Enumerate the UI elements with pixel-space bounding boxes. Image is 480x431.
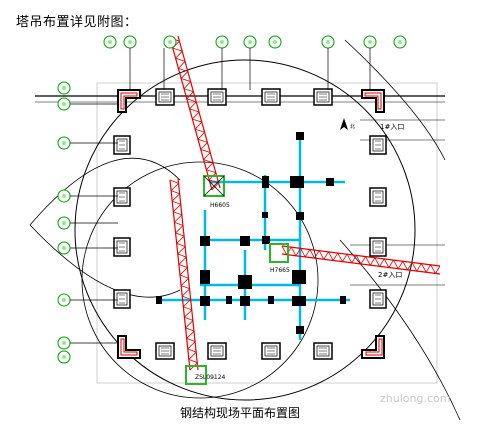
column-box-13 <box>369 187 387 207</box>
watermark: zhulong.com <box>380 392 451 405</box>
interior-column-marks <box>156 132 346 334</box>
axis-bubble-10 <box>57 97 71 111</box>
column-box-11 <box>113 289 131 309</box>
column-box-12 <box>369 135 387 155</box>
column-box-2 <box>261 88 281 106</box>
crane-radius-arc-left-lower <box>29 224 181 298</box>
column-box-3 <box>313 88 333 106</box>
crane-base-1 <box>203 175 225 197</box>
axis-bubble-9 <box>57 81 71 95</box>
axis-bubble-16 <box>57 336 71 350</box>
crane-radius-arc-left <box>29 157 181 226</box>
crane-radius-arc-right <box>344 39 446 161</box>
core-bottom-left <box>117 335 141 359</box>
crane-label-3: ZSL09124 <box>195 374 226 381</box>
axis-bubble-0 <box>103 35 117 49</box>
perimeter-columns <box>113 88 387 360</box>
axis-bubble-3 <box>215 35 229 49</box>
axis-bubble-14 <box>57 241 71 255</box>
column-box-10 <box>113 237 131 257</box>
axis-bubble-5 <box>268 35 282 49</box>
axis-bubble-15 <box>57 293 71 307</box>
core-bottom-right <box>361 335 385 359</box>
axis-bubble-11 <box>57 136 71 150</box>
crane-boom-1 <box>169 35 221 191</box>
entrance-1-label: 1#入口 <box>380 123 404 131</box>
crane-boom-3 <box>169 177 199 371</box>
core-top-right <box>361 89 385 113</box>
crane-radius-arc-right-lower <box>339 239 461 421</box>
column-box-6 <box>261 342 281 360</box>
column-box-15 <box>369 289 387 309</box>
column-box-5 <box>207 342 227 360</box>
column-box-1 <box>207 88 227 106</box>
axis-bubble-17 <box>57 350 71 364</box>
axis-bubble-7 <box>363 35 377 49</box>
axis-bubbles <box>57 35 407 364</box>
axis-bubble-6 <box>321 35 335 49</box>
crane-label-2: H7665 <box>270 267 290 274</box>
svg-text:北: 北 <box>350 123 355 130</box>
core-top-left <box>117 89 141 113</box>
steel-beam-grid <box>160 135 350 340</box>
page-heading: 塔吊布置详见附图： <box>16 15 138 30</box>
axis-bubble-2 <box>163 35 177 49</box>
axis-bubble-8 <box>393 35 407 49</box>
drawing-caption: 钢结构现场平面布置图 <box>179 406 300 420</box>
column-box-9 <box>113 187 131 207</box>
crane-radius-inner <box>81 161 319 399</box>
axis-bubble-4 <box>243 35 257 49</box>
axis-bubble-1 <box>123 35 137 49</box>
column-box-0 <box>155 88 175 106</box>
site-boundary <box>96 82 438 384</box>
column-box-7 <box>313 342 333 360</box>
crane-boom-2 <box>281 245 441 275</box>
entrance-2-label: 2#入口 <box>378 271 402 279</box>
column-box-14 <box>369 237 387 257</box>
crane-radius-main <box>74 59 416 401</box>
column-box-4 <box>155 342 175 360</box>
crane-label-1: H6605 <box>210 202 230 209</box>
north-arrow-icon: 北 <box>340 118 355 130</box>
axis-bubble-12 <box>57 189 71 203</box>
axis-bubble-13 <box>57 216 71 230</box>
crane-base-2 <box>269 243 289 263</box>
crane-base-3 <box>185 365 207 385</box>
column-box-8 <box>113 135 131 155</box>
